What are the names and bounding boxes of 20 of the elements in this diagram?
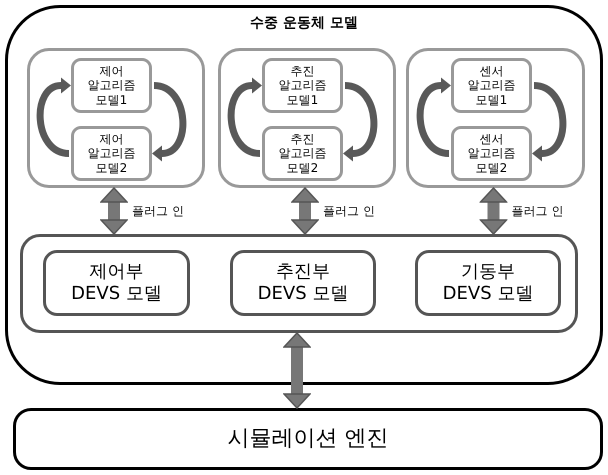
model-box: 센서 알고리즘 모델2 xyxy=(451,126,532,181)
group-box xyxy=(218,48,396,188)
model-box: 센서 알고리즘 모델1 xyxy=(451,58,532,113)
module-panel xyxy=(20,234,578,333)
double-arrow xyxy=(480,187,508,235)
double-arrow xyxy=(291,187,319,235)
model-box: 제어 알고리즘 모델1 xyxy=(71,58,152,113)
model-frame xyxy=(5,5,603,385)
module-box: 기동부 DEVS 모델 xyxy=(415,250,561,316)
model-box: 추진 알고리즘 모델2 xyxy=(262,126,343,181)
group-box xyxy=(27,48,205,188)
group-box xyxy=(406,48,585,188)
model-box: 제어 알고리즘 모델2 xyxy=(71,126,152,181)
module-box: 제어부 DEVS 모델 xyxy=(43,250,190,316)
engine-box: 시뮬레이션 엔진 xyxy=(13,408,603,470)
model-box: 추진 알고리즘 모델1 xyxy=(262,58,343,113)
double-arrow xyxy=(100,187,128,235)
double-arrow xyxy=(283,332,311,409)
module-box: 추진부 DEVS 모델 xyxy=(230,250,376,316)
frame-title: 수중 운동체 모델 xyxy=(249,14,359,32)
